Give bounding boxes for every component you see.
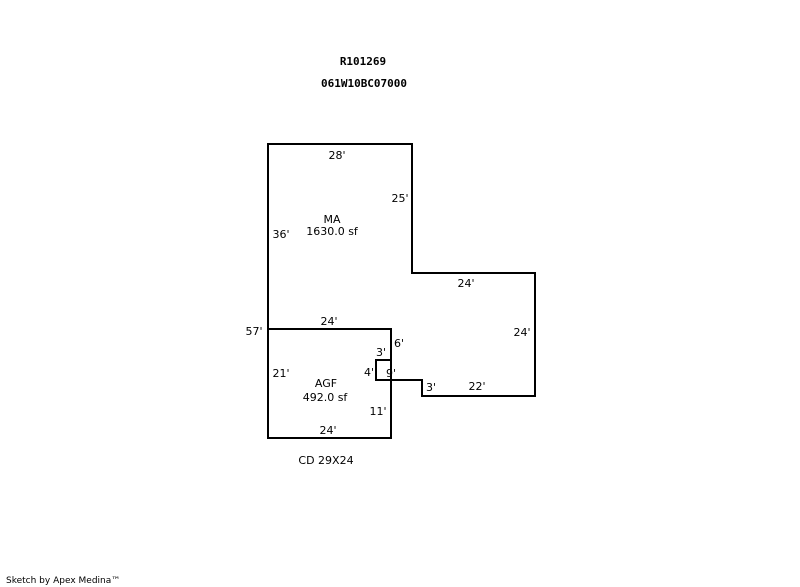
dim-step-down: 3' [426,381,436,394]
dim-main-left-upper: 36' [272,228,289,241]
main-area-size: 1630.0 sf [306,225,359,238]
dim-main-right-upper: 25' [391,192,408,205]
dim-main-right: 24' [513,326,530,339]
dim-main-step-top: 24' [457,277,474,290]
parcel-id: R101269 [340,55,386,68]
map-tax-lot: 061W10BC07000 [321,77,407,90]
dim-notch-top: 3' [376,346,386,359]
dim-garage-left: 21' [272,367,289,380]
dim-notch-right-upper: 6' [394,337,404,350]
dim-garage-right-lower: 11' [369,405,386,418]
footer-credit: Sketch by Apex Medina™ [6,576,120,586]
dim-garage-bottom: 24' [319,424,336,437]
dim-main-left-total: 57' [245,325,262,338]
main-area-code: MA [323,213,340,226]
dim-main-bottom: 22' [468,380,485,393]
improvement-note: CD 29X24 [298,454,353,467]
dim-notch-left: 4' [364,366,374,379]
dim-main-top: 28' [328,149,345,162]
dim-garage-top: 24' [320,315,337,328]
dim-notch-bottom: 9' [386,367,396,380]
garage-area-code: AGF [315,377,337,390]
garage-area-size: 492.0 sf [303,391,349,404]
garage-area-outline [267,328,392,439]
main-area-outline [267,143,536,397]
